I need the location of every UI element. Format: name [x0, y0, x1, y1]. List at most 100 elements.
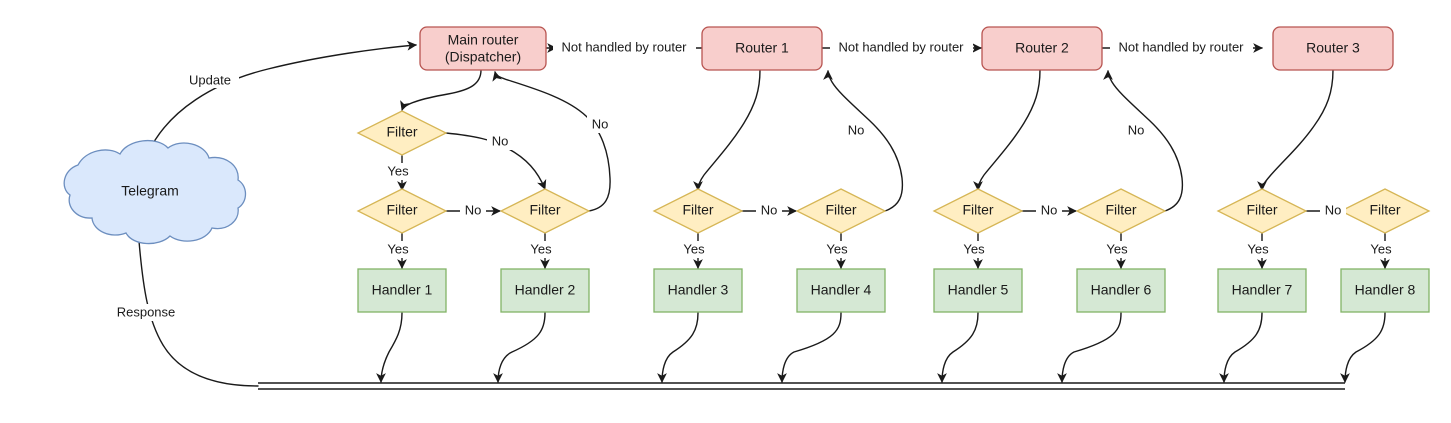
response-label-text: Response: [117, 304, 176, 319]
filter-5-node[interactable]: Filter: [932, 188, 1024, 234]
edge-label-not-handled-1: Not handled by router: [553, 39, 696, 57]
filter-6-node[interactable]: Filter: [1075, 188, 1167, 234]
no-4-text: No: [848, 122, 865, 137]
telegram-label: Telegram: [121, 183, 179, 199]
edge-label-yes-5: Yes: [821, 241, 853, 258]
filter-top-1-node[interactable]: Filter: [356, 110, 448, 156]
filter-6-diamond: [1075, 188, 1167, 234]
handler-5-node[interactable]: Handler 5: [933, 268, 1023, 313]
filter-5-label: Filter: [962, 202, 993, 218]
handler-3-label: Handler 3: [668, 282, 729, 298]
main-router-box: [419, 26, 547, 71]
edge-label-yes-8: Yes: [1242, 241, 1274, 258]
filter-3-node[interactable]: Filter: [652, 188, 744, 234]
router-3-box: [1272, 26, 1394, 71]
router-3-node[interactable]: Router 3: [1272, 26, 1394, 71]
main-router-node[interactable]: Main router (Dispatcher): [419, 26, 547, 71]
no-6-text: No: [1128, 122, 1145, 137]
edge-label-no-8: No: [1320, 202, 1346, 220]
edge-handler7-to-bus: [1219, 312, 1263, 383]
handler-7-box: [1217, 268, 1307, 313]
filter-8-node[interactable]: Filter: [1339, 188, 1431, 234]
handler-3-box: [653, 268, 743, 313]
filter-2-label: Filter: [529, 202, 560, 218]
filter-4-label: Filter: [825, 202, 856, 218]
filter-2-diamond: [499, 188, 591, 234]
edge-handler2-to-bus: [493, 312, 546, 383]
edge-label-no-3: No: [460, 202, 486, 220]
router-2-node[interactable]: Router 2: [981, 26, 1103, 71]
router-2-label: Router 2: [1015, 40, 1069, 56]
handler-3-node[interactable]: Handler 3: [653, 268, 743, 313]
filter-3-label: Filter: [682, 202, 713, 218]
handler-5-label: Handler 5: [948, 282, 1009, 298]
handler-5-box: [933, 268, 1023, 313]
handler-2-node[interactable]: Handler 2: [500, 268, 590, 313]
filter-2-node[interactable]: Filter: [499, 188, 591, 234]
yes-7-text: Yes: [1106, 241, 1128, 256]
no-7-text: No: [1041, 202, 1058, 217]
filter-4-node[interactable]: Filter: [795, 188, 887, 234]
not-handled-2-text: Not handled by router: [838, 39, 964, 54]
edge-label-not-handled-2: Not handled by router: [830, 39, 973, 57]
main-router-label-line1: Main router: [448, 32, 519, 48]
edge-label-yes-6: Yes: [958, 241, 990, 258]
edge-update: [147, 40, 417, 154]
handler-2-label: Handler 2: [515, 282, 576, 298]
edge-label-yes-7: Yes: [1101, 241, 1133, 258]
edge-label-yes-3: Yes: [525, 241, 557, 258]
no-8-text: No: [1325, 202, 1342, 217]
handler-1-node[interactable]: Handler 1: [357, 268, 447, 313]
edge-label-yes-4: Yes: [678, 241, 710, 258]
no-3-text: No: [465, 202, 482, 217]
yes-1-text: Yes: [387, 163, 409, 178]
filter-3-diamond: [652, 188, 744, 234]
edge-router2-to-filter5: [973, 69, 1041, 191]
edge-label-no-5: No: [756, 202, 782, 220]
filter-8-label: Filter: [1369, 202, 1400, 218]
telegram-cloud-node[interactable]: Telegram: [63, 140, 247, 245]
handler-7-label: Handler 7: [1232, 282, 1293, 298]
edge-handler1-to-bus: [376, 312, 403, 383]
edge-label-yes-2: Yes: [382, 241, 414, 258]
filter-top-1-diamond: [356, 110, 448, 156]
edge-label-yes-1: Yes: [382, 163, 414, 180]
router-3-label: Router 3: [1306, 40, 1360, 56]
edge-label-no-1: No: [487, 133, 513, 150]
not-handled-3-text: Not handled by router: [1118, 39, 1244, 54]
edge-filter6-no-to-router2: [1103, 70, 1184, 212]
edge-filter4-no-to-router1: [823, 70, 904, 212]
no-5-text: No: [761, 202, 778, 217]
handler-4-box: [796, 268, 886, 313]
handler-7-node[interactable]: Handler 7: [1217, 268, 1307, 313]
cloud-icon: [63, 140, 247, 245]
edge-handler4-to-bus: [777, 312, 842, 383]
filter-1-node[interactable]: Filter: [356, 188, 448, 234]
edge-label-no-7: No: [1036, 202, 1062, 220]
edge-handler5-to-bus: [937, 312, 979, 383]
handler-4-node[interactable]: Handler 4: [796, 268, 886, 313]
edge-label-response: Response: [107, 304, 185, 321]
handler-8-label: Handler 8: [1355, 282, 1416, 298]
filter-7-label: Filter: [1246, 202, 1277, 218]
edge-handler8-to-bus: [1340, 312, 1386, 383]
router-1-node[interactable]: Router 1: [701, 26, 823, 71]
filter-1-diamond: [356, 188, 448, 234]
handler-6-node[interactable]: Handler 6: [1076, 268, 1166, 313]
edge-router3-to-filter7: [1257, 69, 1334, 191]
no-1-text: No: [492, 133, 509, 148]
yes-5-text: Yes: [826, 241, 848, 256]
yes-3-text: Yes: [530, 241, 552, 256]
filter-5-diamond: [932, 188, 1024, 234]
edge-handler6-to-bus: [1057, 312, 1122, 383]
handler-8-node[interactable]: Handler 8: [1340, 268, 1430, 313]
edge-label-not-handled-3: Not handled by router: [1110, 39, 1253, 57]
handler-2-box: [500, 268, 590, 313]
edge-router1-to-filter3: [693, 69, 761, 191]
filter-7-node[interactable]: Filter: [1216, 188, 1308, 234]
router-1-box: [701, 26, 823, 71]
handler-6-label: Handler 6: [1091, 282, 1152, 298]
yes-4-text: Yes: [683, 241, 705, 256]
